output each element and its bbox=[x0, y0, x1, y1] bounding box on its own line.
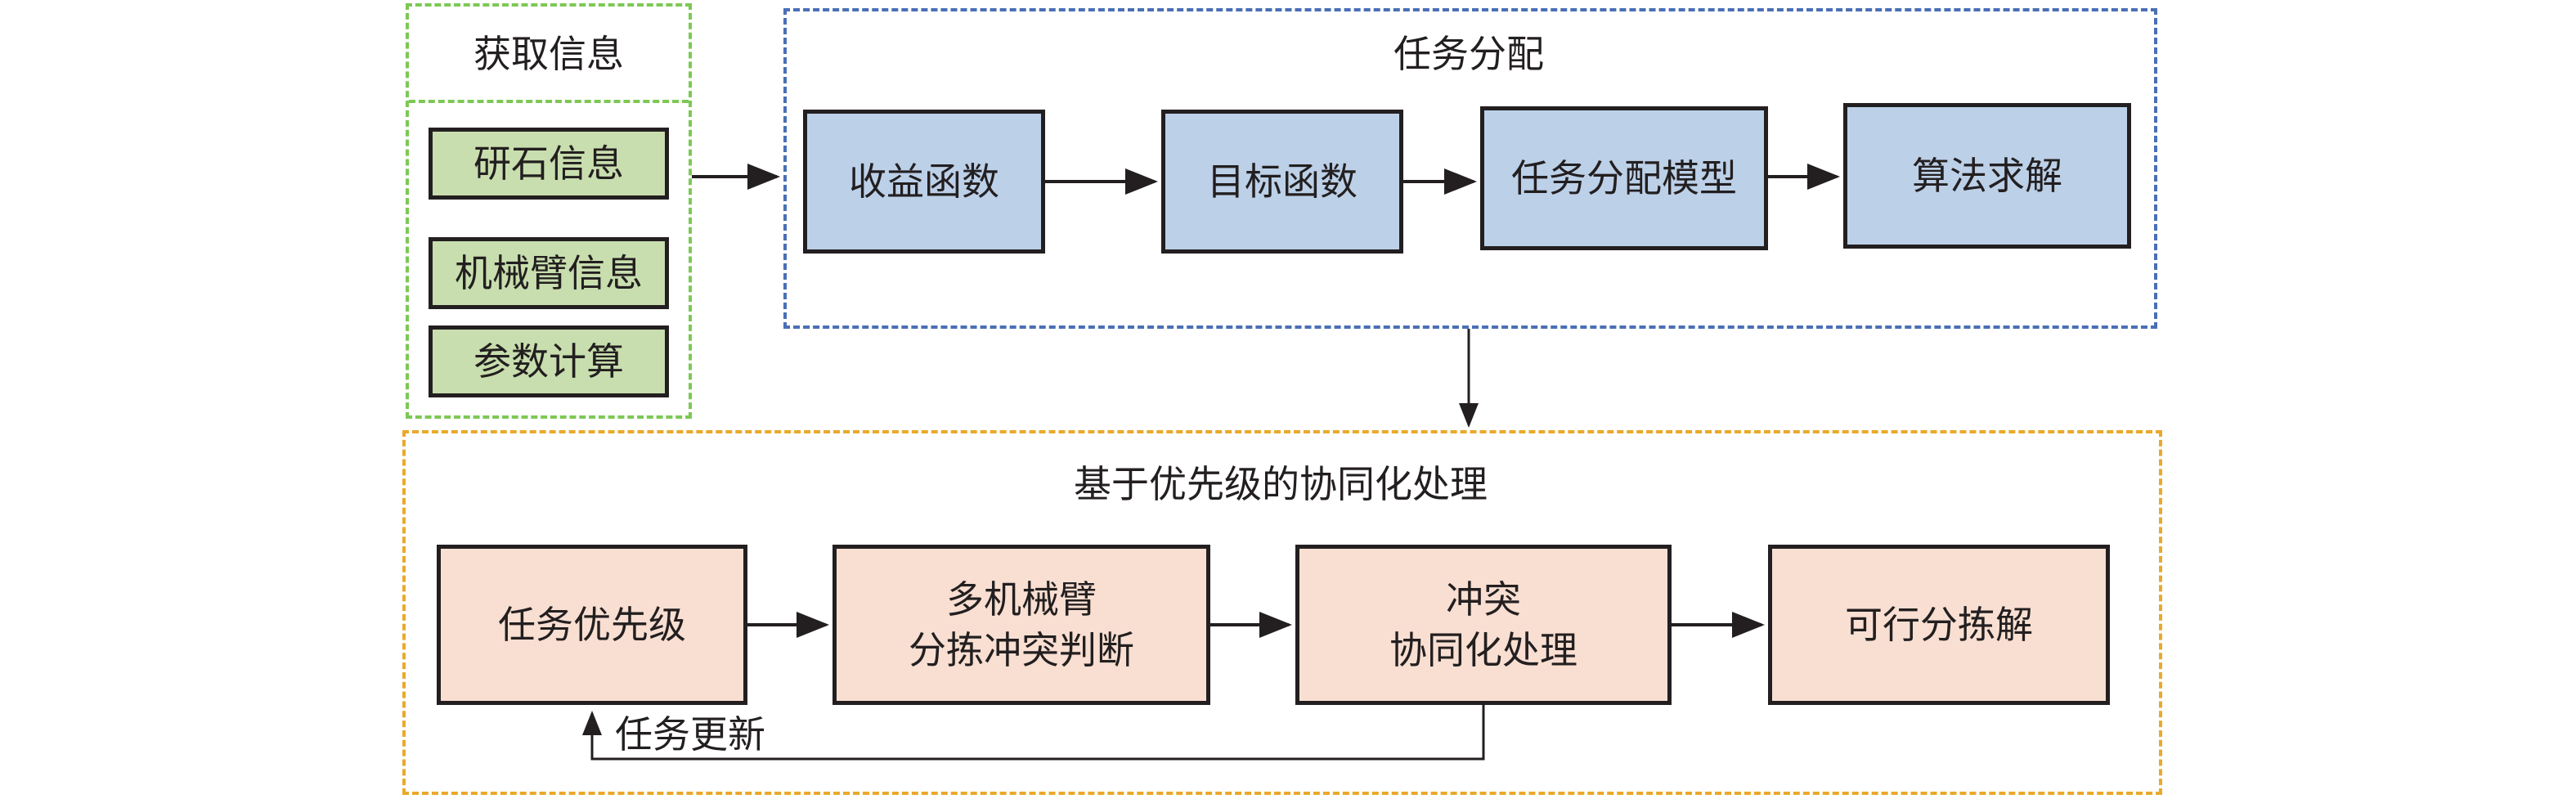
step-label-line2: 分拣冲突判断 bbox=[909, 628, 1134, 672]
info-box-label: 机械臂信息 bbox=[455, 250, 643, 295]
allocation-step-revenue-function[interactable]: 收益函数 bbox=[803, 110, 1045, 254]
feedback-label: 任务更新 bbox=[615, 712, 765, 756]
info-group-title: 获取信息 bbox=[473, 32, 624, 76]
step-label: 算法求解 bbox=[1912, 153, 2062, 198]
info-box-parameter-calc[interactable]: 参数计算 bbox=[429, 325, 669, 397]
step-label-line1: 多机械臂 bbox=[946, 577, 1097, 622]
feedback-task-update-path bbox=[582, 705, 1485, 761]
step-label: 任务优先级 bbox=[498, 602, 686, 647]
info-box-gangue[interactable]: 研石信息 bbox=[429, 128, 669, 200]
allocation-step-objective-function[interactable]: 目标函数 bbox=[1161, 110, 1403, 254]
info-box-label: 参数计算 bbox=[473, 339, 624, 384]
info-box-robot-arm[interactable]: 机械臂信息 bbox=[429, 237, 669, 309]
step-label: 任务分配模型 bbox=[1511, 155, 1737, 200]
coordination-step-conflict-resolution[interactable]: 冲突 协同化处理 bbox=[1295, 545, 1672, 705]
info-box-label: 研石信息 bbox=[473, 141, 624, 186]
step-label: 目标函数 bbox=[1207, 159, 1358, 204]
allocation-group-title: 任务分配 bbox=[1393, 32, 1544, 76]
allocation-step-algorithm-solve[interactable]: 算法求解 bbox=[1843, 103, 2131, 249]
allocation-group bbox=[783, 8, 2157, 329]
coordination-group bbox=[402, 430, 2162, 795]
coordination-step-feasible-solution[interactable]: 可行分拣解 bbox=[1768, 545, 2110, 705]
coordination-step-conflict-detection[interactable]: 多机械臂 分拣冲突判断 bbox=[832, 545, 1210, 705]
step-label: 可行分拣解 bbox=[1845, 602, 2033, 647]
step-label-line1: 冲突 bbox=[1446, 577, 1521, 622]
step-label-line2: 协同化处理 bbox=[1389, 628, 1577, 672]
step-label: 收益函数 bbox=[849, 159, 999, 204]
allocation-step-task-model[interactable]: 任务分配模型 bbox=[1480, 106, 1768, 250]
info-group-divider bbox=[409, 100, 689, 103]
info-group bbox=[406, 3, 692, 419]
coordination-group-title: 基于优先级的协同化处理 bbox=[1074, 462, 1488, 506]
coordination-step-task-priority[interactable]: 任务优先级 bbox=[437, 545, 747, 705]
